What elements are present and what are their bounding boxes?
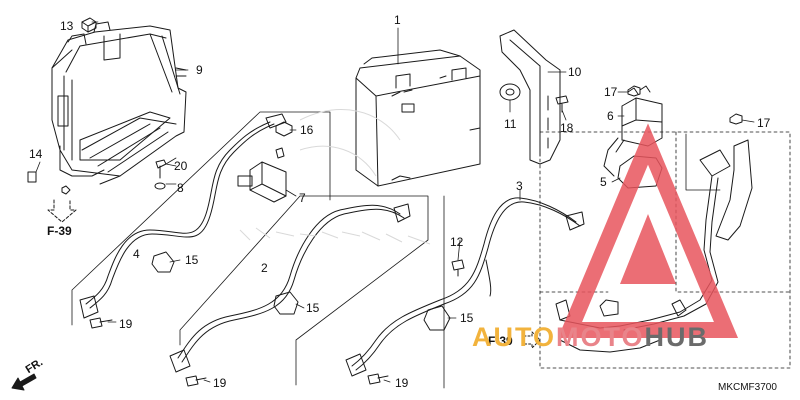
relay-bracket xyxy=(237,147,287,203)
callout-19-right: 19 xyxy=(395,376,409,390)
callout-3: 3 xyxy=(516,179,523,193)
battery xyxy=(355,49,481,187)
watermark-text: AUTOMOTOHUB xyxy=(472,324,709,351)
cable-3 xyxy=(345,197,585,377)
diagram-code: MKCMF3700 xyxy=(718,382,777,393)
cable-4 xyxy=(79,113,287,319)
callout-13: 13 xyxy=(60,19,74,33)
bolt-13 xyxy=(81,17,97,33)
callout-9: 9 xyxy=(196,63,203,77)
callout-11: 11 xyxy=(504,117,517,131)
bolt-20 xyxy=(154,159,167,190)
watermark-part-auto: AUTO xyxy=(472,322,557,352)
callout-15-left: 15 xyxy=(185,253,199,267)
callout-19-middle: 19 xyxy=(213,376,227,390)
callout-17-left: 17 xyxy=(604,85,618,99)
callout-20: 20 xyxy=(174,159,188,173)
callout-17-right: 17 xyxy=(757,116,771,130)
callout-4: 4 xyxy=(133,247,140,261)
callout-16: 16 xyxy=(300,123,314,137)
battery-bracket xyxy=(499,29,561,165)
starter-relay xyxy=(603,85,663,177)
ref-f39-right: F-39 xyxy=(488,334,513,348)
ref-f39-left: F-39 xyxy=(47,224,72,238)
watermark-part-moto: MOTO xyxy=(556,322,645,352)
callout-15-middle: 15 xyxy=(306,301,320,315)
callout-15-right: 15 xyxy=(460,311,474,325)
callout-14: 14 xyxy=(29,147,43,161)
callout-18: 18 xyxy=(560,121,574,135)
callout-1: 1 xyxy=(394,13,401,27)
honda-watermark xyxy=(239,109,431,245)
callout-12: 12 xyxy=(450,235,464,249)
watermark-logo xyxy=(557,123,739,338)
callout-7: 7 xyxy=(299,191,306,205)
cable-2 xyxy=(169,203,411,373)
watermark-part-hub: HUB xyxy=(644,322,710,352)
callout-5: 5 xyxy=(600,175,607,189)
leader-lines xyxy=(35,21,755,383)
callout-2: 2 xyxy=(261,261,268,275)
callout-8: 8 xyxy=(177,181,184,195)
callout-6: 6 xyxy=(607,109,614,123)
callout-19-left: 19 xyxy=(119,317,133,331)
group-brackets xyxy=(71,111,721,389)
callout-10: 10 xyxy=(568,65,582,79)
battery-box xyxy=(51,21,187,185)
